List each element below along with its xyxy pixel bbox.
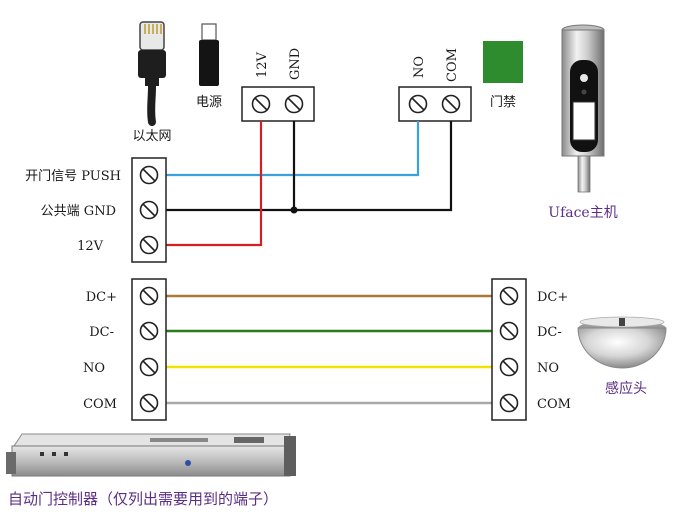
terminal-screw-icon	[499, 393, 519, 413]
wire-black-common	[166, 121, 453, 212]
wire-red	[166, 121, 263, 247]
terminal-screw-icon	[139, 393, 159, 413]
controller-caption: 自动门控制器（仅列出需要用到的端子）	[8, 490, 278, 508]
terminal-screw-icon	[284, 94, 304, 114]
terminal-screw-icon	[408, 94, 428, 114]
terminal-screw-icon	[139, 235, 159, 255]
power-label: 电源	[196, 95, 222, 110]
ethernet-icon	[138, 21, 166, 126]
terminal-screw-icon	[139, 165, 159, 185]
door-controller-icon	[6, 433, 296, 477]
sensor-dome-icon	[577, 316, 667, 369]
ethernet-label: 以太网	[132, 129, 171, 144]
sensor-terminal-no: NO	[537, 361, 559, 376]
door-terminal-no: NO	[412, 56, 427, 78]
junction-dot	[290, 206, 298, 214]
door-terminal-com: COM	[445, 48, 460, 82]
uface-terminal-block	[131, 157, 167, 263]
terminal-screw-icon	[139, 200, 159, 220]
door-lock-indicator	[483, 41, 523, 83]
terminal-screw-icon	[499, 357, 519, 377]
power-terminal-block	[241, 86, 315, 122]
power-plug-icon	[199, 23, 219, 86]
door-lock-label: 门禁	[490, 95, 516, 110]
terminal-screw-icon	[441, 94, 461, 114]
uface-device-icon	[561, 24, 605, 193]
bottom-wires	[166, 294, 492, 405]
sensor-terminal-com: COM	[537, 397, 571, 412]
wire-blue	[166, 121, 420, 177]
sensor-terminal-dcminus: DC-	[537, 325, 562, 340]
controller-terminal-dcminus: DC-	[89, 325, 114, 340]
door-terminal-block	[398, 86, 472, 122]
sensor-terminal-block	[491, 278, 527, 421]
power-terminal-12v: 12V	[255, 51, 270, 78]
terminal-screw-icon	[139, 357, 159, 377]
terminal-screw-icon	[139, 321, 159, 341]
terminal-screw-icon	[139, 286, 159, 306]
terminal-screw-icon	[499, 321, 519, 341]
power-terminal-gnd: GND	[288, 48, 303, 80]
sensor-terminal-dcplus: DC+	[537, 290, 568, 305]
uface-terminal-push: 开门信号 PUSH	[25, 169, 121, 184]
uface-label: Uface主机	[548, 205, 617, 221]
uface-terminal-gnd: 公共端 GND	[41, 204, 116, 219]
controller-terminal-dcplus: DC+	[86, 290, 117, 305]
uface-terminal-12v: 12V	[77, 239, 104, 254]
controller-terminal-block	[131, 278, 167, 421]
top-wires	[166, 121, 453, 247]
terminal-screw-icon	[251, 94, 271, 114]
controller-terminal-com: COM	[83, 397, 117, 412]
terminal-screw-icon	[499, 286, 519, 306]
sensor-label: 感应头	[605, 380, 647, 397]
controller-terminal-no: NO	[83, 361, 105, 376]
